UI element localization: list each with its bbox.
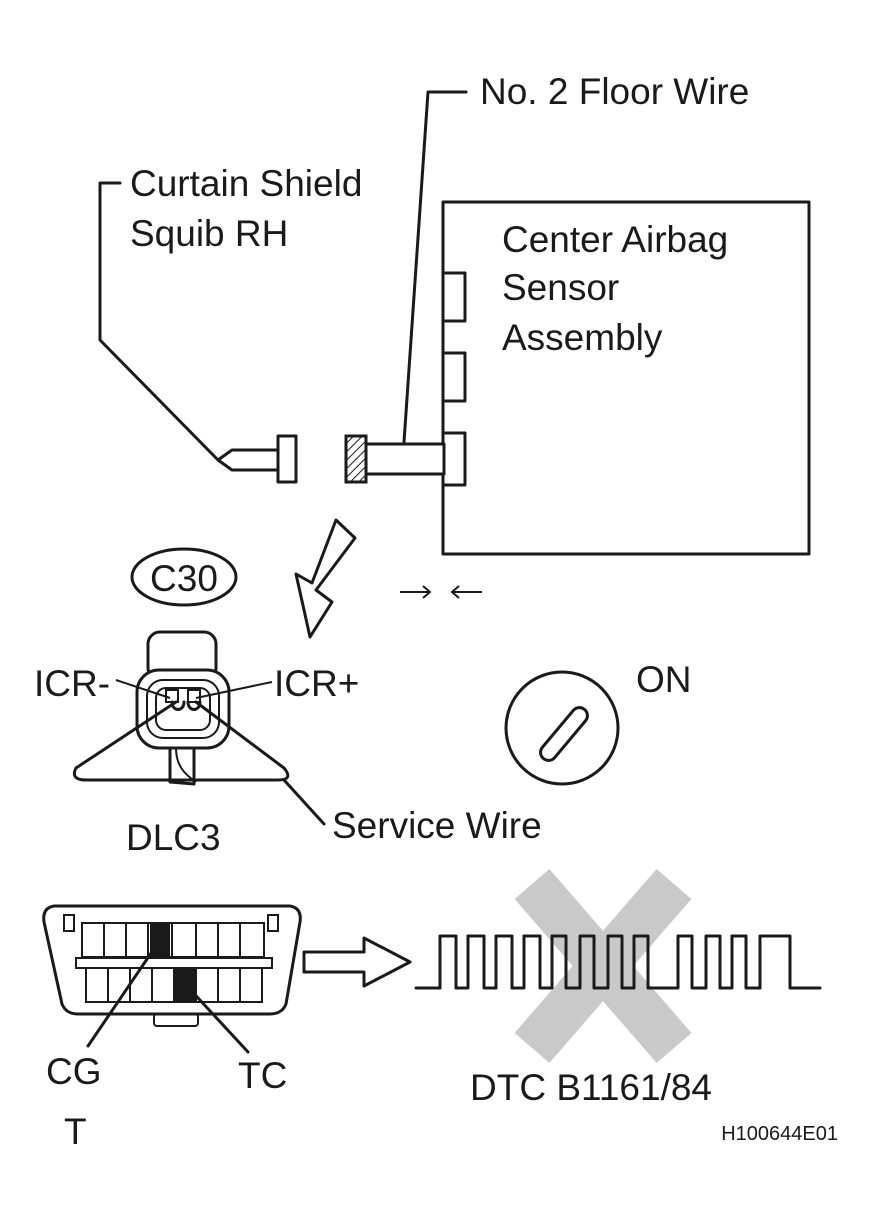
dlc3-bottom-latch [153,1013,199,1027]
tc-leader [184,983,250,1054]
floor-wire-cable [364,442,446,476]
sensor-connector-tab-3 [441,431,467,487]
floor-wire-label: No. 2 Floor Wire [480,71,749,112]
cg-label: CG [46,1051,102,1092]
icr-plus-leader [195,681,273,699]
service-wire-bend-left [170,700,186,711]
sensor-label-line1: Center Airbag [502,219,728,260]
service-wire-leader [282,778,326,826]
floor-wire-leader-line [402,90,468,444]
squib-leader-line [98,181,220,462]
squib-connector [276,434,298,484]
service-wire-bend-right [186,700,202,711]
icr-minus-label: ICR- [34,663,110,704]
dlc3-terminal-diagram [42,904,302,1054]
terminal-icr-plus [187,689,201,703]
figure-id-label: H100644E01 [721,1123,838,1145]
squib-label-line2: Squib RH [130,213,288,254]
t-mark-label: T [64,1111,87,1152]
service-wire-label: Service Wire [332,805,542,846]
ignition-key-icon [504,670,620,786]
dtc-label: DTC B1161/84 [470,1067,712,1108]
connector-face-inner2 [155,687,211,731]
squib-plug-body [217,448,280,472]
sensor-label-line3: Assembly [502,317,663,358]
dlc3-connector-illustration [72,630,290,786]
icr-minus-leader [115,679,171,699]
sensor-connector-tab-1 [441,271,467,323]
squib-label-line1: Curtain Shield [130,163,362,204]
service-wire-loop [72,700,290,782]
sensor-label-line2: Sensor [502,267,619,308]
down-left-arrow-icon [294,518,357,639]
connector-code-label: C30 [150,558,218,599]
inward-arrows-icon [400,585,482,599]
ignition-state-label: ON [636,659,692,700]
connector-code-oval [130,547,238,607]
dtc-pulse-waveform [414,934,822,990]
dlc3-label: DLC3 [126,817,221,858]
cg-leader [86,938,162,1048]
sensor-connector-tab-2 [441,351,467,403]
connector-face [135,668,231,750]
right-outline-arrow-icon [302,936,412,988]
cross-out-icon [514,868,692,1064]
tc-label: TC [238,1055,287,1096]
dlc3-clip-left [63,914,75,932]
icr-plus-label: ICR+ [274,663,359,704]
floor-wire-connector-hatched [344,434,368,484]
connector-face-inner [146,679,220,739]
dlc3-clip-right [267,914,279,932]
